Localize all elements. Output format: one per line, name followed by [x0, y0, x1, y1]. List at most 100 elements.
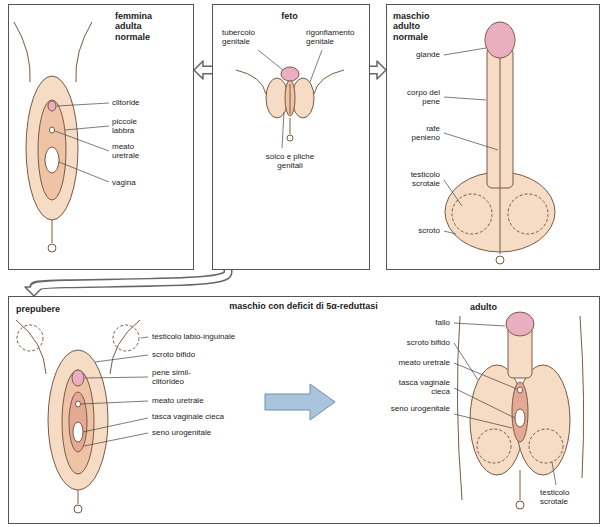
arrow-shaft-inner — [370, 67, 379, 73]
part-label: tasca vaginale cieca — [152, 412, 262, 421]
part-label: rigonfiamento genitale — [306, 28, 364, 46]
blind-vaginal-pouch — [515, 409, 525, 427]
part-label: testicolo scrotale — [400, 170, 440, 188]
panel-box: maschio con deficit di 5α-reduttasi — [8, 296, 600, 524]
part-label: seno urogenitale — [388, 404, 450, 413]
thigh-line — [76, 22, 92, 82]
arrow-shaft-inner — [202, 67, 213, 73]
labia-minora — [38, 100, 66, 200]
part-label: corpo del pene — [400, 88, 440, 106]
leader-line — [552, 462, 556, 485]
part-label: solco e pliche genitali — [262, 152, 318, 170]
leader-line — [444, 231, 456, 234]
part-label: seno urogenitale — [152, 428, 262, 437]
leader-line — [55, 131, 109, 151]
leader-line — [444, 133, 498, 150]
leader-line — [59, 162, 109, 182]
leader-line — [454, 323, 505, 326]
part-label: fallo — [370, 318, 450, 327]
leader-line — [444, 180, 462, 206]
raphe — [78, 490, 79, 504]
part-label: pene simil-clitorideo — [152, 368, 222, 386]
testis — [17, 325, 43, 351]
thigh-line — [110, 320, 140, 374]
leader-line — [310, 50, 322, 82]
arrow-shaft-inner — [34, 270, 228, 289]
leader-line — [65, 126, 109, 130]
anus — [516, 501, 524, 509]
panel-heading: maschio con deficit di 5α-reduttasi — [151, 301, 456, 311]
clitoris — [48, 101, 56, 111]
genital-folds — [285, 80, 295, 116]
thigh-line — [14, 22, 30, 82]
leader-line — [282, 112, 284, 148]
glans — [485, 22, 515, 58]
hollow-arrow — [370, 61, 386, 79]
hollow-arrow — [194, 61, 212, 79]
clitoris-like-penis — [72, 370, 84, 386]
part-label: testicolo scrotale — [540, 488, 598, 506]
part-label: tasca vaginale cieca — [388, 378, 450, 396]
perineal-raphe — [52, 220, 53, 243]
thigh-line — [580, 316, 584, 478]
part-label: testicolo labio-inguinale — [152, 332, 262, 341]
part-label: meato uretrale — [370, 358, 450, 367]
thigh-line — [457, 316, 462, 500]
genital-tubercle — [281, 67, 299, 81]
urogenital-groove — [290, 84, 291, 114]
panel-heading: femmina adulta normale — [115, 11, 171, 42]
part-label: scroto — [400, 226, 440, 235]
progression-arrow — [265, 384, 335, 420]
part-label: glande — [400, 50, 440, 59]
vagina — [45, 147, 59, 173]
part-label: scroto bifido — [152, 350, 262, 359]
blind-vaginal-pouch — [73, 422, 83, 442]
leader-line — [454, 414, 512, 428]
sub-heading: adulto — [470, 302, 530, 312]
testis — [113, 325, 139, 351]
raphe — [500, 58, 501, 254]
anus — [496, 256, 504, 264]
inner-folds — [62, 370, 94, 474]
thigh-line — [16, 320, 46, 374]
part-label: meato uretrale — [112, 142, 156, 160]
part-label: piccole labbra — [112, 117, 156, 135]
part-label: meato uretrale — [152, 396, 262, 405]
part-label: vagina — [112, 178, 172, 187]
leader-line — [141, 337, 148, 338]
leader-line — [83, 418, 148, 432]
leader-line — [95, 355, 148, 362]
thigh-line — [236, 70, 266, 94]
sub-heading: prepubere — [16, 304, 96, 314]
leader-line — [454, 343, 478, 380]
anus — [287, 135, 293, 141]
leader-line — [85, 377, 148, 378]
leader-line — [81, 401, 148, 404]
thigh-line — [314, 70, 344, 94]
panel-heading: maschio adulto normale — [393, 11, 449, 42]
testis — [529, 429, 563, 463]
bifid-scrotum — [48, 350, 108, 490]
urethral-meatus — [518, 387, 523, 393]
leader-line — [454, 363, 517, 389]
leader-line — [57, 103, 109, 106]
urethral-meatus — [76, 401, 81, 407]
part-label: tubercolo genitale — [222, 28, 274, 46]
testis — [477, 429, 511, 463]
leader-line — [258, 50, 283, 70]
hollow-arrow — [25, 270, 228, 296]
labia-majora — [26, 76, 78, 220]
anus — [48, 244, 56, 252]
leader-line — [84, 433, 148, 446]
leader-line — [444, 48, 486, 55]
part-label: rafe penieno — [400, 124, 440, 142]
leader-line — [454, 388, 515, 418]
perineal-raphe — [290, 118, 291, 134]
leader-line — [444, 97, 486, 100]
part-label: scroto bifido — [370, 338, 450, 347]
part-label: clitoride — [112, 98, 172, 107]
